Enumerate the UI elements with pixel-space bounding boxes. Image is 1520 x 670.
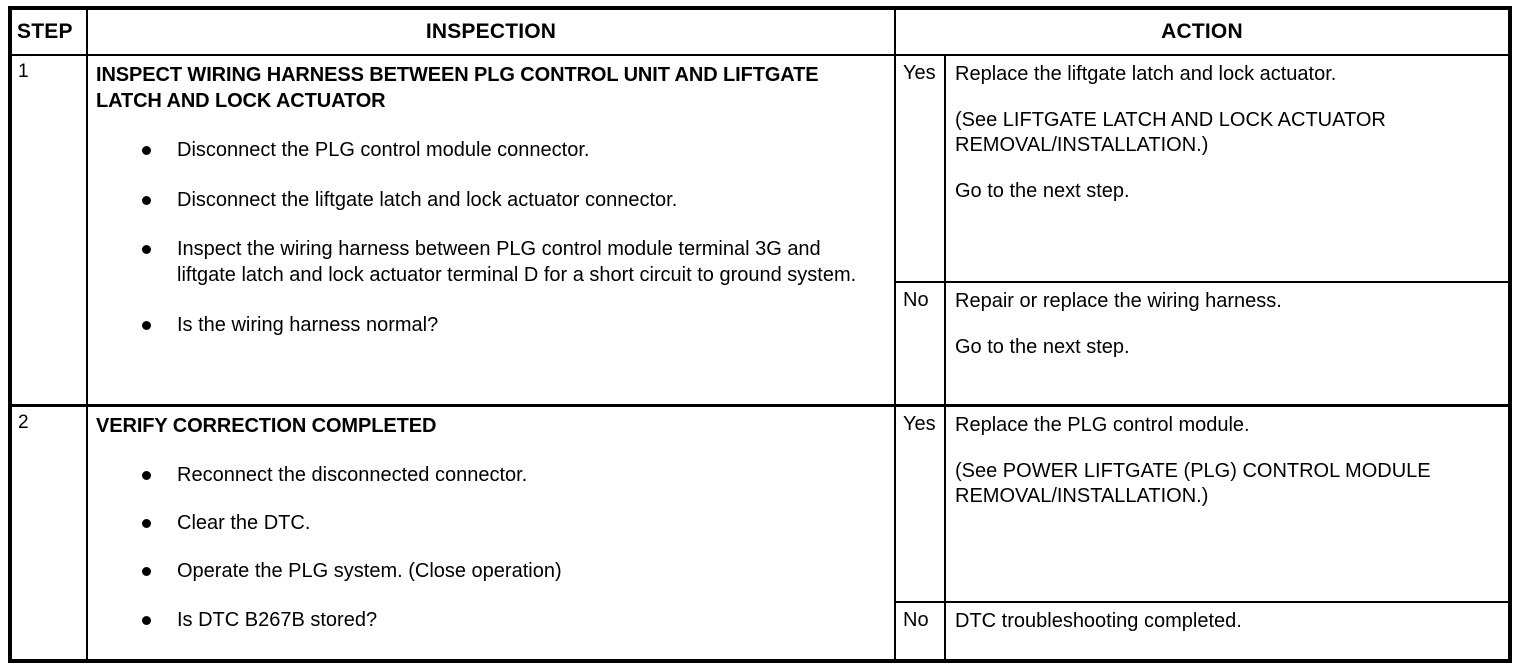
action-cell-yes: Replace the liftgate latch and lock actu… bbox=[946, 56, 1508, 281]
bullet-icon bbox=[142, 320, 151, 330]
step-number: 2 bbox=[12, 407, 86, 663]
action-paragraph: (See LIFTGATE LATCH AND LOCK ACTUATOR RE… bbox=[955, 109, 1386, 156]
action-paragraph: Go to the next step. bbox=[955, 180, 1130, 202]
outcome-label-no-text: No bbox=[903, 289, 929, 311]
action-cell-no: Repair or replace the wiring harness. Go… bbox=[946, 283, 1508, 404]
list-item: Disconnect the liftgate latch and lock a… bbox=[96, 187, 882, 213]
column-header-action: ACTION bbox=[896, 10, 1508, 54]
column-divider-step-inspection bbox=[86, 10, 88, 663]
bullet-icon bbox=[142, 470, 151, 480]
list-item-text: Disconnect the liftgate latch and lock a… bbox=[177, 188, 678, 211]
column-header-action-label: ACTION bbox=[1161, 20, 1243, 43]
column-divider-inspection-action bbox=[894, 10, 896, 663]
bullet-icon bbox=[142, 244, 151, 254]
list-item-text: Reconnect the disconnected connector. bbox=[177, 463, 528, 486]
inspection-cell: VERIFY CORRECTION COMPLETED Reconnect th… bbox=[88, 407, 894, 663]
action-paragraph: Go to the next step. bbox=[955, 336, 1130, 358]
list-item: Inspect the wiring harness between PLG c… bbox=[96, 236, 882, 289]
row2-outcome-divider bbox=[894, 601, 1508, 603]
list-item: Operate the PLG system. (Close operation… bbox=[96, 558, 882, 584]
column-header-step: STEP bbox=[12, 10, 86, 54]
inspection-bullet-list: Disconnect the PLG control module connec… bbox=[96, 137, 882, 338]
bullet-icon bbox=[142, 615, 151, 625]
inspection-cell: INSPECT WIRING HARNESS BETWEEN PLG CONTR… bbox=[88, 56, 894, 404]
outcome-label-yes: Yes bbox=[896, 407, 944, 601]
list-item: Reconnect the disconnected connector. bbox=[96, 462, 882, 488]
action-paragraph: Replace the PLG control module. bbox=[955, 414, 1250, 436]
list-item: Is the wiring harness normal? bbox=[96, 312, 882, 338]
list-item-text: Is DTC B267B stored? bbox=[177, 608, 378, 631]
outcome-label-no: No bbox=[896, 603, 944, 663]
bullet-icon bbox=[142, 518, 151, 528]
bullet-icon bbox=[142, 567, 151, 577]
step-number-value: 1 bbox=[18, 61, 29, 82]
action-paragraph: (See POWER LIFTGATE (PLG) CONTROL MODULE… bbox=[955, 460, 1431, 507]
column-header-step-label: STEP bbox=[17, 20, 73, 43]
column-header-inspection-label: INSPECTION bbox=[425, 20, 557, 43]
step-number-value: 2 bbox=[18, 412, 29, 433]
list-item-text: Operate the PLG system. (Close operation… bbox=[177, 560, 562, 583]
header-row-divider bbox=[12, 54, 1508, 56]
list-item-text: Inspect the wiring harness between PLG c… bbox=[177, 237, 857, 287]
row1-outcome-divider bbox=[894, 281, 1508, 283]
list-item: Is DTC B267B stored? bbox=[96, 607, 882, 633]
outcome-label-no-text: No bbox=[903, 609, 929, 631]
action-cell-yes: Replace the PLG control module. (See POW… bbox=[946, 407, 1508, 601]
step-number: 1 bbox=[12, 56, 86, 404]
bullet-icon bbox=[142, 195, 151, 205]
outcome-label-yes: Yes bbox=[896, 56, 944, 281]
bullet-icon bbox=[142, 146, 151, 156]
list-item: Disconnect the PLG control module connec… bbox=[96, 137, 882, 163]
column-divider-yesno-actiontext bbox=[944, 54, 946, 663]
dtc-troubleshooting-table: STEP INSPECTION ACTION 1 INSPECT WIRING … bbox=[8, 6, 1512, 663]
list-item: Clear the DTC. bbox=[96, 510, 882, 536]
action-paragraph: DTC troubleshooting completed. bbox=[955, 610, 1242, 632]
step-row-divider bbox=[12, 404, 1508, 407]
list-item-text: Is the wiring harness normal? bbox=[177, 313, 439, 336]
inspection-title: VERIFY CORRECTION COMPLETED bbox=[96, 415, 437, 437]
inspection-bullet-list: Reconnect the disconnected connector. Cl… bbox=[96, 462, 882, 634]
outcome-label-no: No bbox=[896, 283, 944, 404]
list-item-text: Clear the DTC. bbox=[177, 511, 311, 534]
outcome-label-yes-text: Yes bbox=[903, 62, 936, 84]
action-paragraph: Replace the liftgate latch and lock actu… bbox=[955, 63, 1337, 85]
list-item-text: Disconnect the PLG control module connec… bbox=[177, 139, 590, 162]
inspection-title: INSPECT WIRING HARNESS BETWEEN PLG CONTR… bbox=[96, 64, 819, 112]
action-paragraph: Repair or replace the wiring harness. bbox=[955, 290, 1282, 312]
action-cell-no: DTC troubleshooting completed. bbox=[946, 603, 1508, 663]
column-header-inspection: INSPECTION bbox=[88, 10, 894, 54]
outcome-label-yes-text: Yes bbox=[903, 413, 936, 435]
